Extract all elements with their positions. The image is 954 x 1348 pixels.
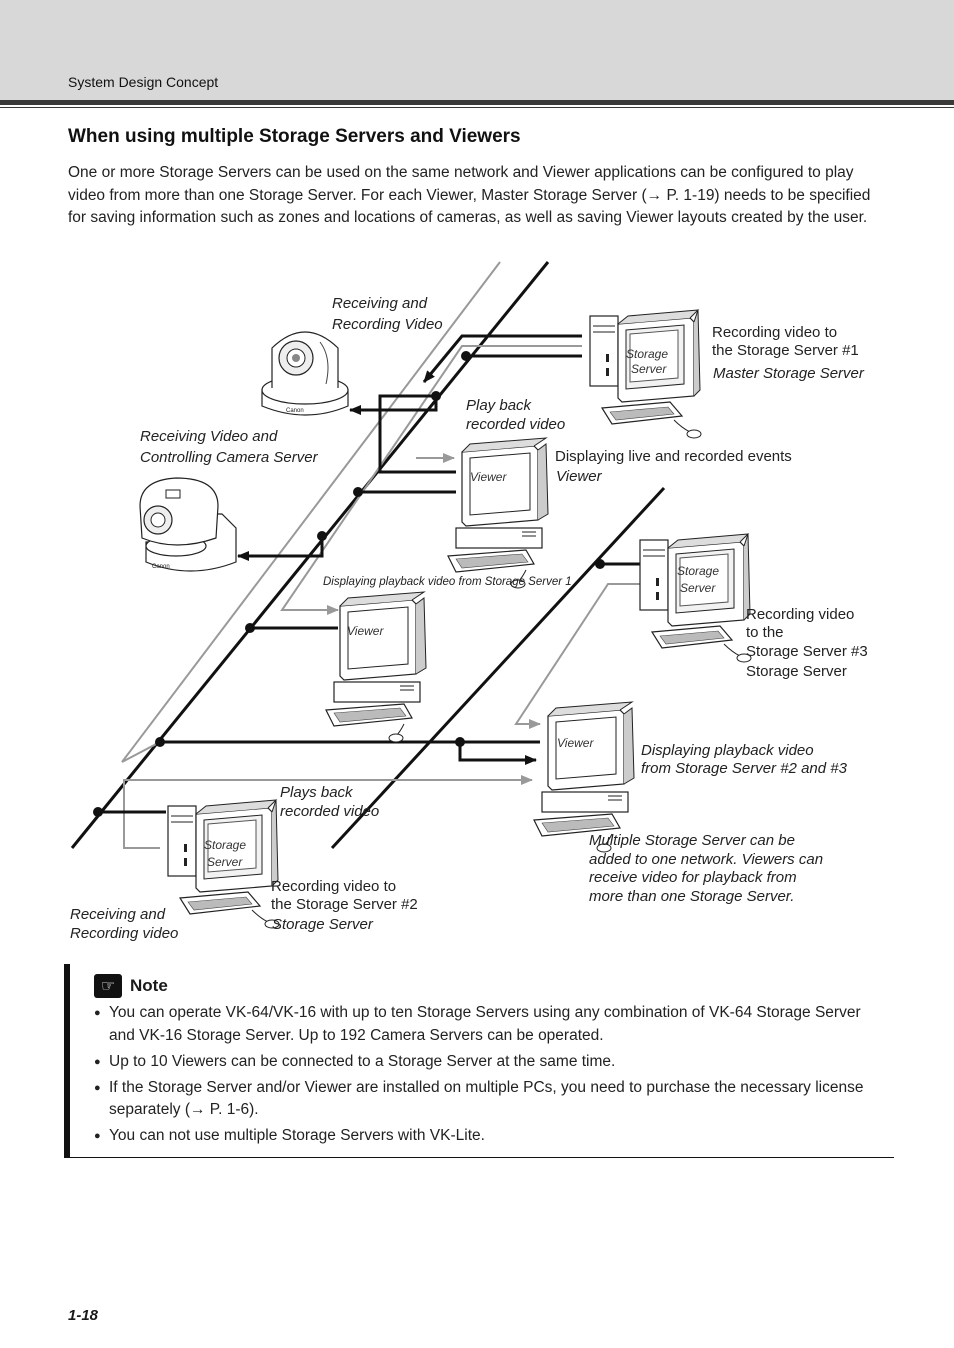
svg-text:Storage Server #3: Storage Server #3 bbox=[746, 643, 868, 660]
svg-text:Viewer: Viewer bbox=[347, 624, 384, 638]
header-band bbox=[0, 0, 954, 100]
camera-server-icon-2: Canon bbox=[139, 477, 237, 572]
note-item: You can operate VK-64/VK-16 with up to t… bbox=[94, 1002, 884, 1047]
svg-text:added to one network. Viewers: added to one network. Viewers can bbox=[589, 851, 823, 868]
svg-text:Server: Server bbox=[631, 362, 667, 376]
intro-paragraph: One or more Storage Servers can be used … bbox=[68, 164, 871, 226]
svg-text:Displaying live and recorded e: Displaying live and recorded events bbox=[555, 448, 792, 465]
svg-text:Canon: Canon bbox=[286, 408, 304, 414]
note-title-label: Note bbox=[130, 976, 168, 995]
header-rule-thin bbox=[0, 107, 954, 108]
svg-text:Play back: Play back bbox=[466, 397, 533, 414]
svg-text:Receiving Video and: Receiving Video and bbox=[140, 428, 278, 445]
svg-text:recorded video: recorded video bbox=[466, 416, 565, 433]
svg-text:Controlling Camera Server: Controlling Camera Server bbox=[140, 449, 319, 466]
section-title: System Design Concept bbox=[68, 74, 219, 90]
camera-server-icon-1: Canon bbox=[261, 331, 349, 416]
svg-text:to the: to the bbox=[746, 624, 784, 641]
svg-text:Recording video: Recording video bbox=[746, 606, 854, 623]
svg-text:Viewer: Viewer bbox=[556, 468, 603, 485]
storage-server-1-icon: Storage bbox=[589, 309, 702, 439]
note-item: You can not use multiple Storage Servers… bbox=[94, 1125, 884, 1148]
svg-text:recorded video: recorded video bbox=[280, 803, 379, 820]
viewer-2-icon bbox=[325, 591, 427, 743]
svg-text:more than one Storage Server.: more than one Storage Server. bbox=[589, 888, 794, 905]
header-rule bbox=[0, 100, 954, 105]
svg-text:Storage: Storage bbox=[677, 564, 719, 578]
storage-server-3-icon bbox=[639, 533, 752, 663]
note-item: If the Storage Server and/or Viewer are … bbox=[94, 1077, 884, 1122]
note-item: Up to 10 Viewers can be connected to a S… bbox=[94, 1051, 884, 1074]
svg-text:Storage Server: Storage Server bbox=[272, 916, 374, 933]
svg-text:Server: Server bbox=[680, 581, 716, 595]
svg-text:Multiple Storage Server can be: Multiple Storage Server can be bbox=[589, 832, 795, 849]
svg-text:Receiving and: Receiving and bbox=[70, 906, 166, 923]
svg-text:Receiving and: Receiving and bbox=[332, 295, 428, 312]
note-list: You can operate VK-64/VK-16 with up to t… bbox=[94, 1002, 884, 1151]
svg-text:Recording video to: Recording video to bbox=[712, 324, 837, 341]
svg-text:the Storage Server #1: the Storage Server #1 bbox=[712, 342, 859, 359]
svg-text:Displaying playback video from: Displaying playback video from Storage S… bbox=[323, 576, 572, 588]
svg-text:Recording video to: Recording video to bbox=[271, 878, 396, 895]
svg-text:Server: Server bbox=[207, 855, 243, 869]
pointing-hand-icon: ☞ bbox=[94, 974, 122, 998]
page-number: 1-18 bbox=[68, 1307, 99, 1324]
svg-text:Master Storage Server: Master Storage Server bbox=[713, 365, 865, 382]
network-diagram: Canon Canon Storage Server Storage Serve… bbox=[70, 261, 868, 942]
svg-text:Canon: Canon bbox=[152, 564, 170, 570]
svg-text:receive video for playback fro: receive video for playback from bbox=[589, 869, 797, 886]
svg-text:Viewer: Viewer bbox=[557, 736, 594, 750]
svg-text:Plays back: Plays back bbox=[280, 784, 354, 801]
svg-text:Viewer: Viewer bbox=[470, 470, 507, 484]
svg-text:Storage Server: Storage Server bbox=[746, 663, 847, 680]
svg-text:Storage: Storage bbox=[626, 347, 668, 361]
viewer-3-icon bbox=[533, 701, 635, 853]
page-heading: When using multiple Storage Servers and … bbox=[68, 126, 521, 147]
svg-text:Recording video: Recording video bbox=[70, 925, 178, 942]
svg-text:Displaying playback video: Displaying playback video bbox=[641, 742, 814, 759]
svg-text:from Storage Server #2 and #3: from Storage Server #2 and #3 bbox=[641, 760, 848, 777]
svg-text:the Storage Server #2: the Storage Server #2 bbox=[271, 896, 418, 913]
svg-text:Storage: Storage bbox=[204, 838, 246, 852]
note-box bbox=[64, 964, 894, 1158]
note-title: ☞ Note bbox=[94, 974, 168, 998]
viewer-1-icon bbox=[447, 437, 549, 589]
svg-text:Recording Video: Recording Video bbox=[332, 316, 443, 333]
